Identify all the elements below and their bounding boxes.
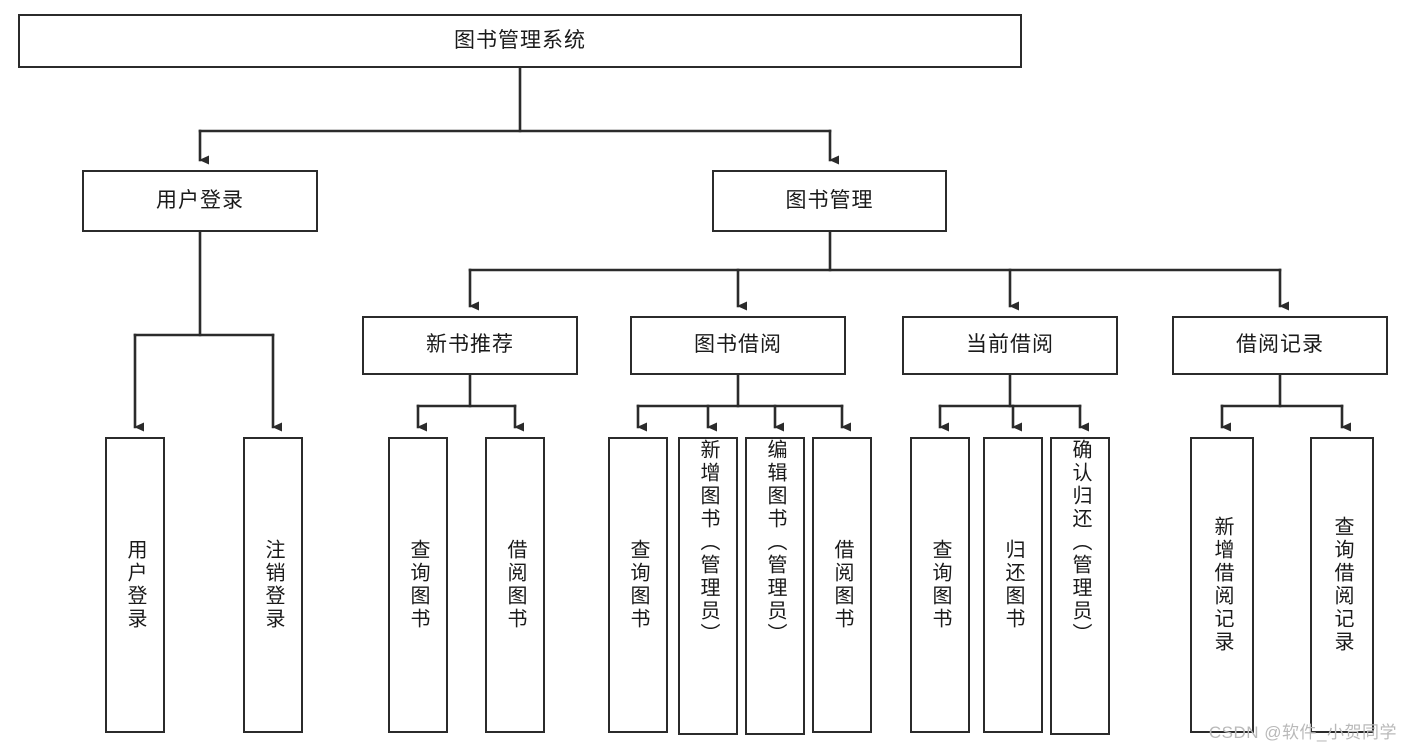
node-leaf-borrow-book-1[interactable]: 借阅图书	[485, 437, 545, 733]
node-leaf-borrow-book-2[interactable]: 借阅图书	[812, 437, 872, 733]
node-current-borrow[interactable]: 当前借阅	[902, 316, 1118, 375]
node-leaf-logout[interactable]: 注销登录	[243, 437, 303, 733]
node-leaf-add-book[interactable]: 新增图书（管理员）	[678, 437, 738, 735]
node-root[interactable]: 图书管理系统	[18, 14, 1022, 68]
node-new-book-recommend-label: 新书推荐	[426, 333, 514, 357]
node-leaf-query-book-3[interactable]: 查询图书	[910, 437, 970, 733]
node-leaf-edit-book-label: 编辑图书（管理员）	[764, 439, 786, 646]
node-leaf-borrow-book-1-label: 借阅图书	[504, 539, 526, 631]
node-leaf-return-book[interactable]: 归还图书	[983, 437, 1043, 733]
node-leaf-add-book-label: 新增图书（管理员）	[697, 439, 719, 646]
node-leaf-edit-book[interactable]: 编辑图书（管理员）	[745, 437, 805, 735]
node-book-borrow-label: 图书借阅	[694, 333, 782, 357]
node-leaf-query-book-1[interactable]: 查询图书	[388, 437, 448, 733]
node-leaf-logout-label: 注销登录	[262, 539, 284, 631]
node-leaf-query-book-1-label: 查询图书	[407, 539, 429, 631]
node-user-login-label: 用户登录	[156, 188, 244, 212]
node-new-book-recommend[interactable]: 新书推荐	[362, 316, 578, 375]
node-leaf-return-book-label: 归还图书	[1002, 539, 1024, 631]
node-leaf-query-record[interactable]: 查询借阅记录	[1310, 437, 1374, 733]
node-leaf-user-login[interactable]: 用户登录	[105, 437, 165, 733]
node-current-borrow-label: 当前借阅	[966, 333, 1054, 357]
node-leaf-query-record-label: 查询借阅记录	[1331, 516, 1353, 654]
node-borrow-record-label: 借阅记录	[1236, 333, 1324, 357]
node-leaf-query-book-2[interactable]: 查询图书	[608, 437, 668, 733]
node-book-borrow[interactable]: 图书借阅	[630, 316, 846, 375]
node-book-management-label: 图书管理	[785, 188, 874, 212]
node-leaf-user-login-label: 用户登录	[124, 539, 146, 631]
node-borrow-record[interactable]: 借阅记录	[1172, 316, 1388, 375]
node-user-login[interactable]: 用户登录	[82, 170, 318, 232]
node-book-management[interactable]: 图书管理	[712, 170, 947, 232]
node-leaf-add-record-label: 新增借阅记录	[1211, 516, 1233, 654]
node-leaf-confirm-return[interactable]: 确认归还（管理员）	[1050, 437, 1110, 735]
node-leaf-borrow-book-2-label: 借阅图书	[831, 539, 853, 631]
node-leaf-query-book-2-label: 查询图书	[627, 539, 649, 631]
node-leaf-confirm-return-label: 确认归还（管理员）	[1069, 439, 1091, 646]
node-leaf-add-record[interactable]: 新增借阅记录	[1190, 437, 1254, 733]
node-leaf-query-book-3-label: 查询图书	[929, 539, 951, 631]
watermark-text: CSDN @软件_小贺同学	[1208, 723, 1397, 742]
node-root-label: 图书管理系统	[454, 28, 586, 52]
